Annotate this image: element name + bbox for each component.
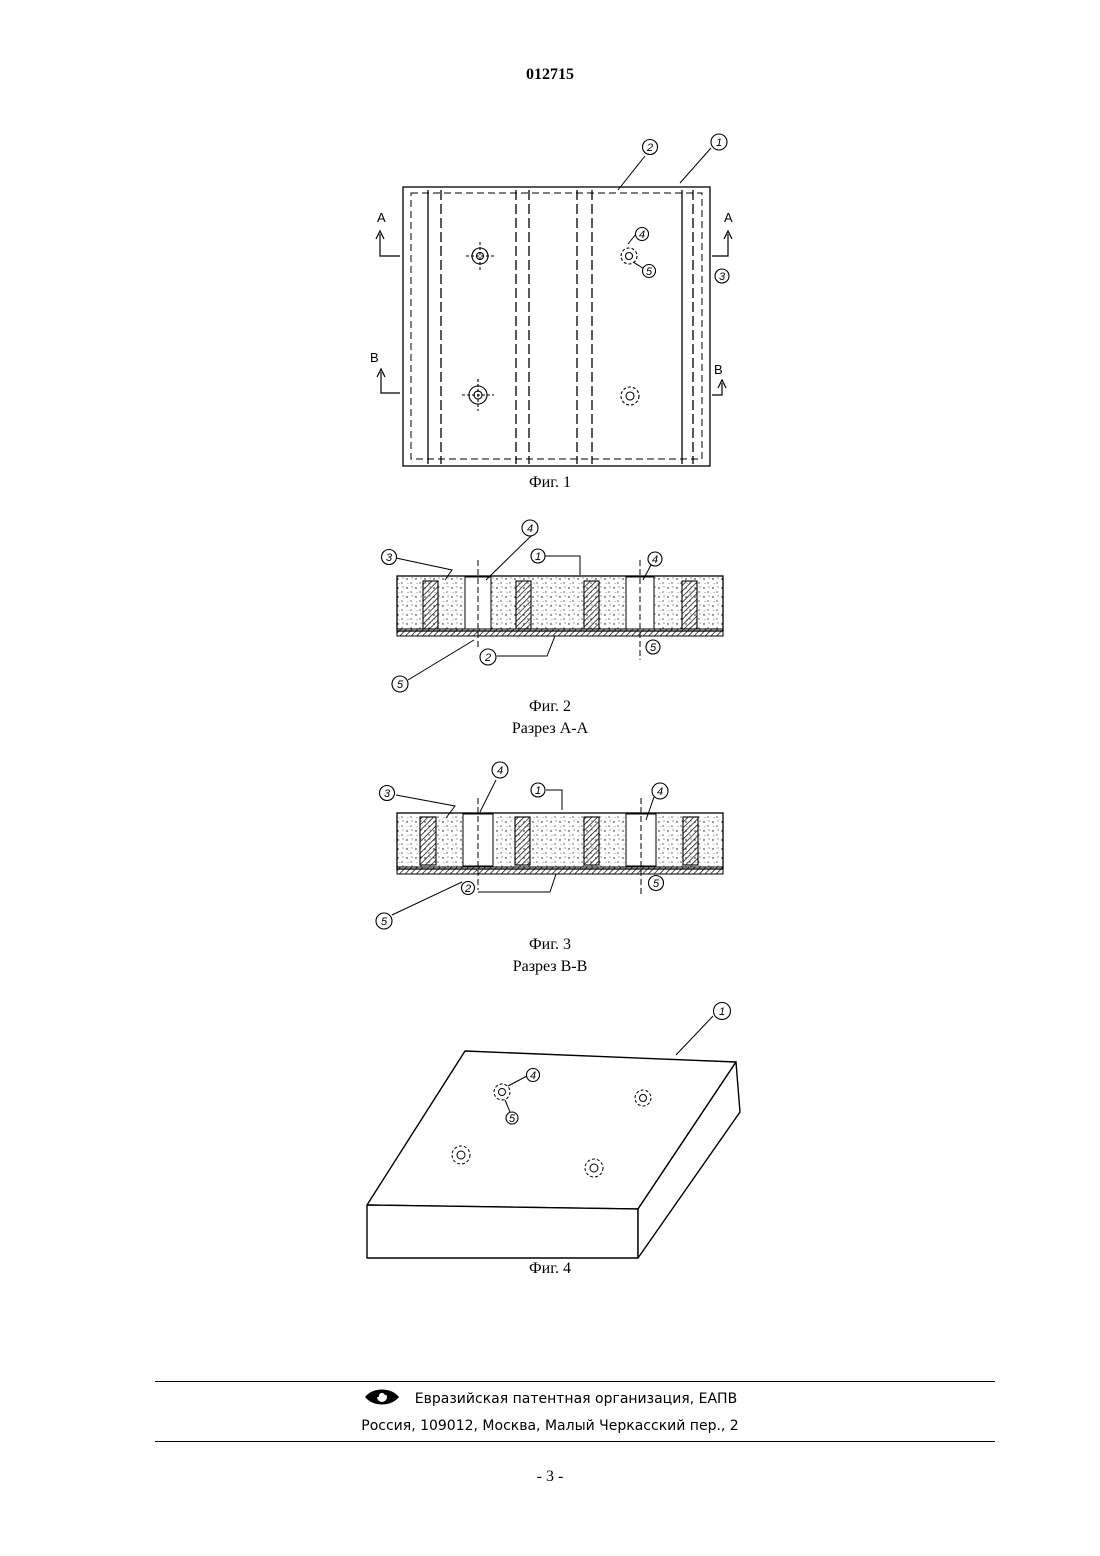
footer-bottom-rule [155, 1441, 995, 1442]
section-marker-b-left: B [370, 350, 379, 365]
callout-1: 1 [535, 551, 541, 563]
callout-4: 4 [497, 765, 503, 777]
footer-address: Россия, 109012, Москва, Малый Черкасский… [0, 1418, 1100, 1434]
document-number: 012715 [0, 66, 1100, 84]
figure-4-isometric-view: 1 4 5 [355, 995, 755, 1263]
figure-3-section-b-b: 3 4 1 4 2 5 5 [370, 758, 750, 938]
callout-4: 4 [639, 229, 645, 241]
callout-2: 2 [464, 883, 471, 895]
hole-marker [462, 379, 494, 411]
figure-3-subcaption: Разрез В-В [0, 956, 1100, 978]
footer-organization: Евразийская патентная организация, ЕАПВ [415, 1391, 737, 1407]
callout-2: 2 [646, 142, 653, 154]
figure-1-plan-view: A A B B 1 2 4 5 3 [360, 128, 750, 473]
callout-5: 5 [397, 679, 404, 691]
section-marker-a-left: A [377, 210, 386, 225]
callout-3: 3 [719, 271, 726, 283]
callout-1: 1 [535, 785, 541, 797]
callout-3: 3 [386, 552, 393, 564]
eapo-eye-logo-icon [363, 1386, 401, 1412]
callout-5: 5 [646, 266, 653, 278]
callout-1: 1 [719, 1006, 725, 1018]
callout-4: 4 [652, 554, 658, 566]
callout-4: 4 [527, 523, 533, 535]
footer-top-rule [155, 1381, 995, 1382]
hole-marker [621, 248, 637, 264]
callout-5: 5 [509, 1113, 516, 1125]
section-marker-b-right: B [714, 362, 723, 377]
callout-3: 3 [384, 788, 391, 800]
callout-5: 5 [653, 878, 660, 890]
footer-org-line: Евразийская патентная организация, ЕАПВ [0, 1386, 1100, 1412]
hole-marker [621, 387, 639, 405]
callout-5: 5 [381, 916, 388, 928]
hole-marker [466, 242, 494, 270]
callout-2: 2 [484, 652, 491, 664]
page-number: - 3 - [0, 1468, 1100, 1486]
callout-5: 5 [650, 642, 657, 654]
callout-4: 4 [657, 786, 663, 798]
callout-1: 1 [716, 137, 722, 149]
figure-1-caption: Фиг. 1 [0, 472, 1100, 494]
figure-2-subcaption: Разрез А-А [0, 718, 1100, 740]
figure-3-caption: Фиг. 3 [0, 934, 1100, 956]
figure-2-caption: Фиг. 2 [0, 696, 1100, 718]
section-marker-a-right: A [724, 210, 733, 225]
figure-2-section-a-a: 3 4 1 4 2 5 5 [370, 515, 750, 700]
figure-4-caption: Фиг. 4 [0, 1258, 1100, 1280]
callout-4: 4 [530, 1070, 536, 1082]
